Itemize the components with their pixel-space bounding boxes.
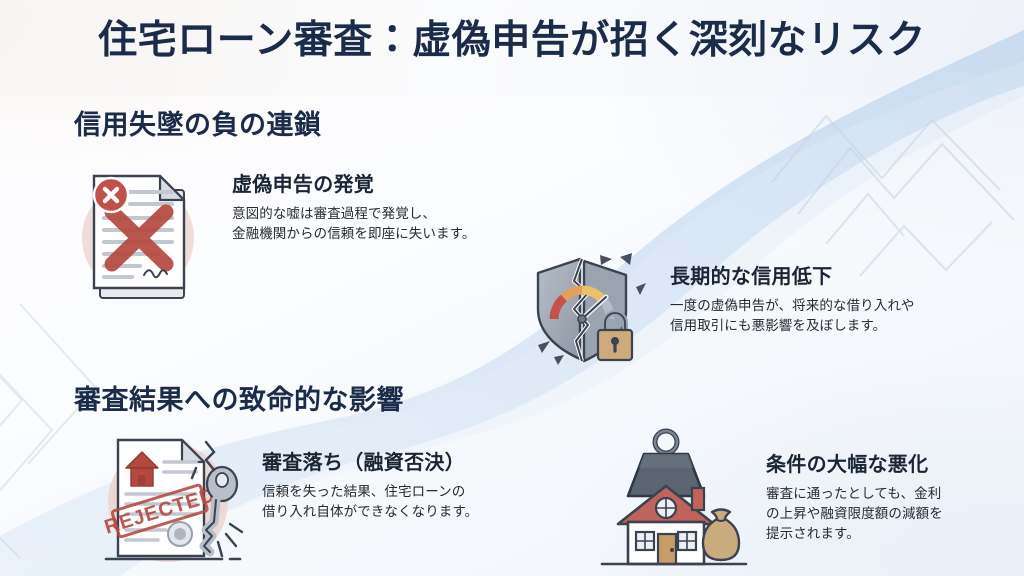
section-heading-credit-collapse: 信用失墜の負の連鎖 <box>74 110 322 140</box>
card-4-text: 条件の大幅な悪化 審査に通ったとしても、金利 の上昇や融資限度額の減額を 提示さ… <box>766 428 943 544</box>
house-under-weight-money-bag-icon <box>600 428 748 566</box>
card-1-text: 虚偽申告の発覚 意図的な嘘は審査過程で発覚し、 金融機関からの信頼を即座に失いま… <box>232 160 475 244</box>
card-3-icon-wrap: REJECTED <box>96 430 248 572</box>
card-false-declaration: 虚偽申告の発覚 意図的な嘘は審査過程で発覚し、 金融機関からの信頼を即座に失いま… <box>74 160 475 308</box>
card-worse-conditions: 条件の大幅な悪化 審査に通ったとしても、金利 の上昇や融資限度額の減額を 提示さ… <box>600 428 943 570</box>
card-1-body: 意図的な嘘は審査過程で発覚し、 金融機関からの信頼を即座に失います。 <box>232 206 476 241</box>
slide-title: 住宅ローン審査：虚偽申告が招く深刻なリスク <box>98 19 926 62</box>
card-4-title: 条件の大幅な悪化 <box>766 454 929 476</box>
card-4-icon-wrap <box>600 428 748 570</box>
card-2-body: 一度の虚偽申告が、将来的な借り入れや 信用取引にも悪影響を及ぼします。 <box>670 298 915 333</box>
card-2-text: 長期的な信用低下 一度の虚偽申告が、将来的な借り入れや 信用取引にも悪影響を及ぼ… <box>670 253 915 336</box>
card-2-icon-wrap <box>524 253 654 371</box>
card-long-term-credit-decline: 長期的な信用低下 一度の虚偽申告が、将来的な借り入れや 信用取引にも悪影響を及ぼ… <box>524 253 915 371</box>
card-1-title: 虚偽申告の発覚 <box>232 174 375 196</box>
section-heading-screening-impact: 審査結果への致命的な影響 <box>74 385 404 415</box>
card-1-icon-wrap <box>74 160 214 308</box>
broken-shield-credit-gauge-lock-icon <box>536 253 646 365</box>
card-4-body: 審査に通ったとしても、金利 の上昇や融資限度額の減額を 提示されます。 <box>766 486 943 541</box>
card-3-title: 審査落ち（融資否決） <box>262 452 465 474</box>
card-3-text: 審査落ち（融資否決） 信頼を失った結果、住宅ローンの 借り入れ自体ができなくなり… <box>262 430 478 522</box>
card-2-title: 長期的な信用低下 <box>670 266 833 288</box>
rejected-document-x-icon <box>82 174 194 299</box>
rejected-loan-application-broken-key-icon: REJECTED <box>102 438 244 562</box>
card-3-body: 信頼を失った結果、住宅ローンの 借り入れ自体ができなくなります。 <box>262 484 479 519</box>
card-loan-rejected: REJECTED <box>96 430 478 572</box>
